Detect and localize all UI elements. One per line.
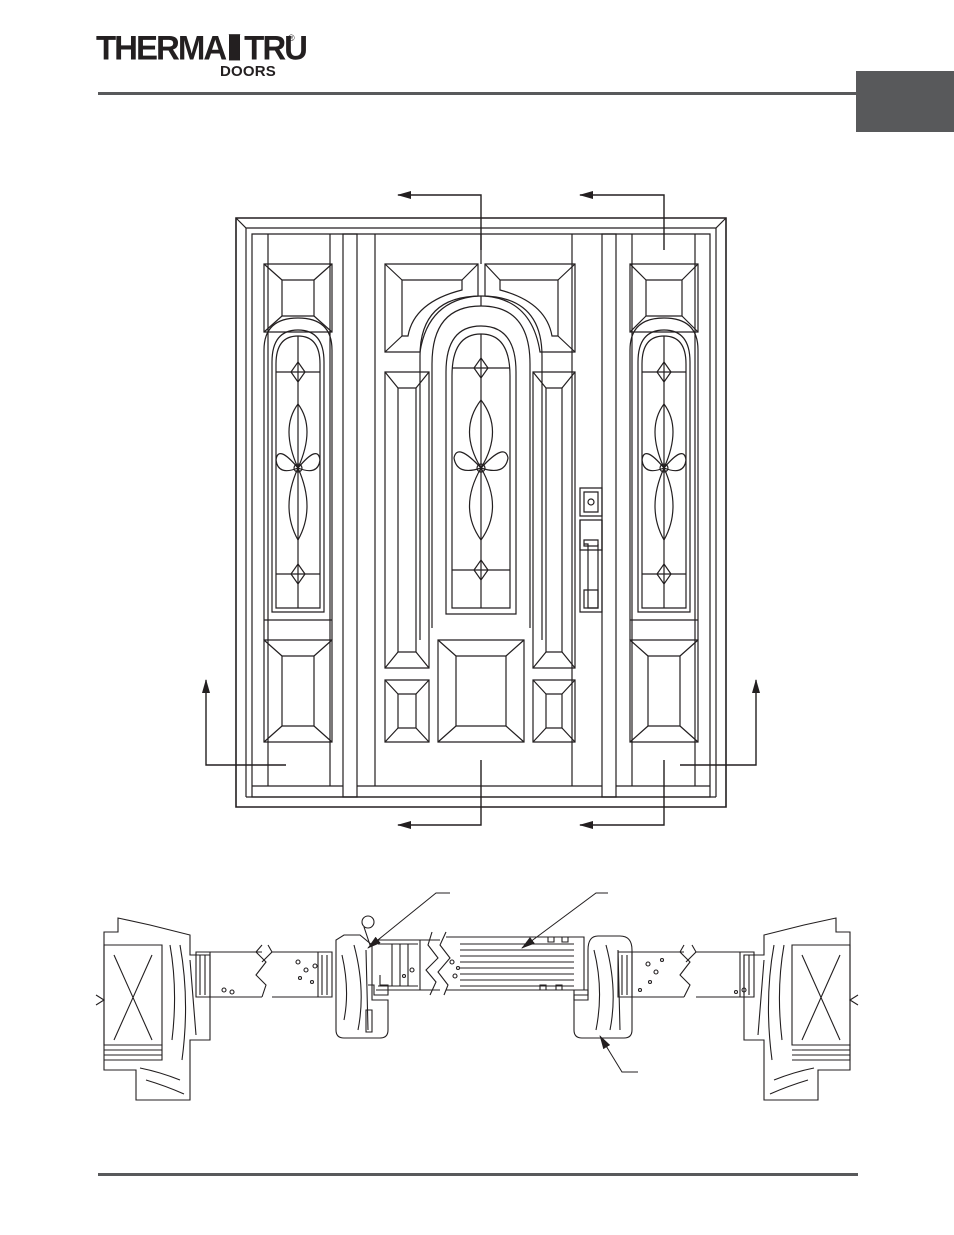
door-slab-section bbox=[420, 932, 584, 995]
footer-rule bbox=[98, 1173, 858, 1176]
left-sidelite bbox=[264, 264, 332, 742]
door-elevation bbox=[206, 195, 756, 825]
door-plan-section bbox=[96, 893, 858, 1100]
latch-mullion-section bbox=[574, 936, 632, 1038]
right-jamb-section bbox=[744, 918, 858, 1100]
left-jamb-section bbox=[96, 918, 210, 1100]
right-sidelite-section bbox=[632, 945, 754, 997]
main-door bbox=[385, 234, 575, 742]
hinge-mullion-section bbox=[336, 916, 420, 1038]
handleset bbox=[580, 488, 602, 612]
left-sidelite-section bbox=[210, 945, 332, 997]
right-sidelite bbox=[630, 264, 698, 742]
